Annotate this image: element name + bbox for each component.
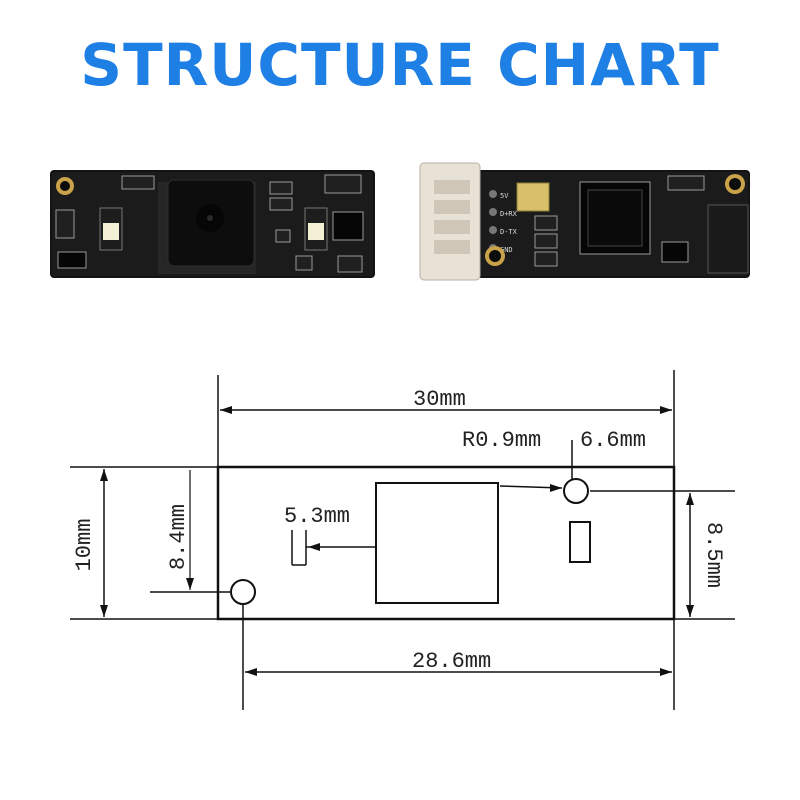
technical-drawing [70, 370, 735, 710]
dim-lens-offset: 5.3mm [284, 504, 350, 529]
dim-hole-offset: 6.6mm [580, 428, 646, 453]
lens-outline [375, 482, 499, 604]
page-title: STRUCTURE CHART [80, 31, 720, 99]
pcb-front [50, 170, 375, 278]
silk-pin-1: 5V [500, 192, 509, 200]
dim-left-hole-height: 8.4mm [166, 504, 191, 570]
hole-left [230, 579, 256, 605]
led-right [308, 223, 324, 240]
hole-right [563, 478, 589, 504]
connector-outline [569, 521, 591, 563]
dim-width: 10mm [72, 519, 97, 572]
dim-hole-radius: R0.9mm [462, 428, 541, 453]
dim-hole-spacing: 28.6mm [412, 649, 491, 674]
dim-length: 30mm [413, 387, 466, 412]
led-left [103, 223, 119, 240]
silk-pin-4: GND [500, 246, 513, 254]
board-outline [216, 465, 676, 621]
silk-pin-3: D-TX [500, 228, 518, 236]
pcb-back: 5V D+RX D-TX GND [419, 162, 750, 281]
silk-pin-2: D+RX [500, 210, 518, 218]
crystal [516, 182, 550, 212]
dim-right-hole-height: 8.5mm [701, 522, 726, 588]
